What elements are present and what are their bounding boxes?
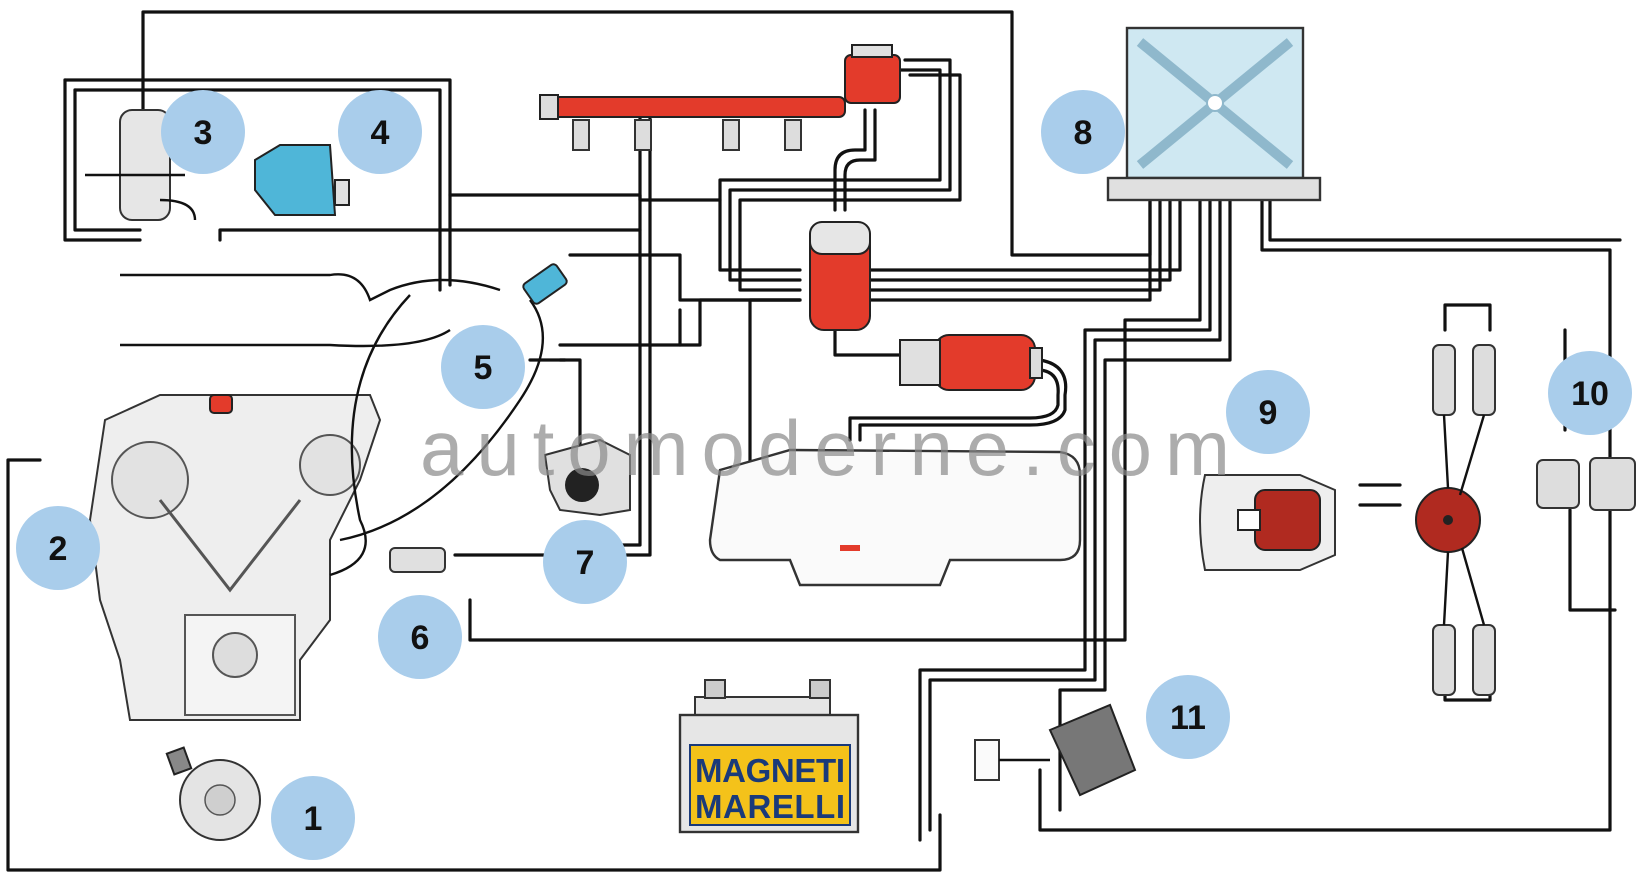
callout-8-label: 8 — [1074, 114, 1093, 152]
callout-2: 2 — [16, 506, 100, 590]
battery-brand-line1: MAGNETI — [695, 752, 845, 789]
sensor-1 — [165, 746, 261, 841]
callout-2-label: 2 — [49, 530, 68, 568]
callout-1-label: 1 — [304, 800, 323, 838]
fuel-tank — [708, 448, 1082, 587]
callout-10: 10 — [1548, 351, 1632, 435]
callout-5: 5 — [441, 325, 525, 409]
callout-7-label: 7 — [576, 544, 595, 582]
callout-3-label: 3 — [194, 114, 213, 152]
callout-6: 6 — [378, 595, 462, 679]
callout-7: 7 — [543, 520, 627, 604]
callout-6-label: 6 — [411, 619, 430, 657]
fuel-pump — [899, 334, 1043, 391]
ecu-unit — [1106, 26, 1322, 202]
callout-11: 11 — [1146, 675, 1230, 759]
fuel-rail — [539, 44, 901, 151]
sensor-5 — [522, 263, 568, 305]
sensor-7 — [543, 438, 631, 517]
engine-block — [88, 273, 545, 721]
sensor-3 — [85, 109, 197, 221]
callout-9: 9 — [1226, 370, 1310, 454]
sensor-10 — [1536, 457, 1636, 511]
callout-1: 1 — [271, 776, 355, 860]
callout-5-label: 5 — [474, 349, 493, 387]
fuel-filter — [809, 221, 871, 331]
callout-4-label: 4 — [371, 114, 390, 152]
callout-10-label: 10 — [1571, 375, 1609, 413]
sensor-6 — [389, 547, 446, 573]
sensor-11 — [974, 703, 1137, 797]
watermark: automoderne.com — [420, 404, 1230, 492]
callout-4: 4 — [338, 90, 422, 174]
callout-11-label: 11 — [1170, 699, 1206, 737]
wiring-harness — [6, 10, 1622, 872]
sensor-4 — [254, 144, 350, 216]
callout-8: 8 — [1041, 90, 1125, 174]
callout-9-label: 9 — [1259, 394, 1278, 432]
ignition-module — [1199, 474, 1336, 571]
distributor — [1415, 487, 1481, 553]
battery-brand-line2: MARELLI — [695, 788, 845, 825]
spark-plugs — [1432, 344, 1496, 696]
callout-3: 3 — [161, 90, 245, 174]
battery: MAGNETI MARELLI — [678, 679, 860, 834]
